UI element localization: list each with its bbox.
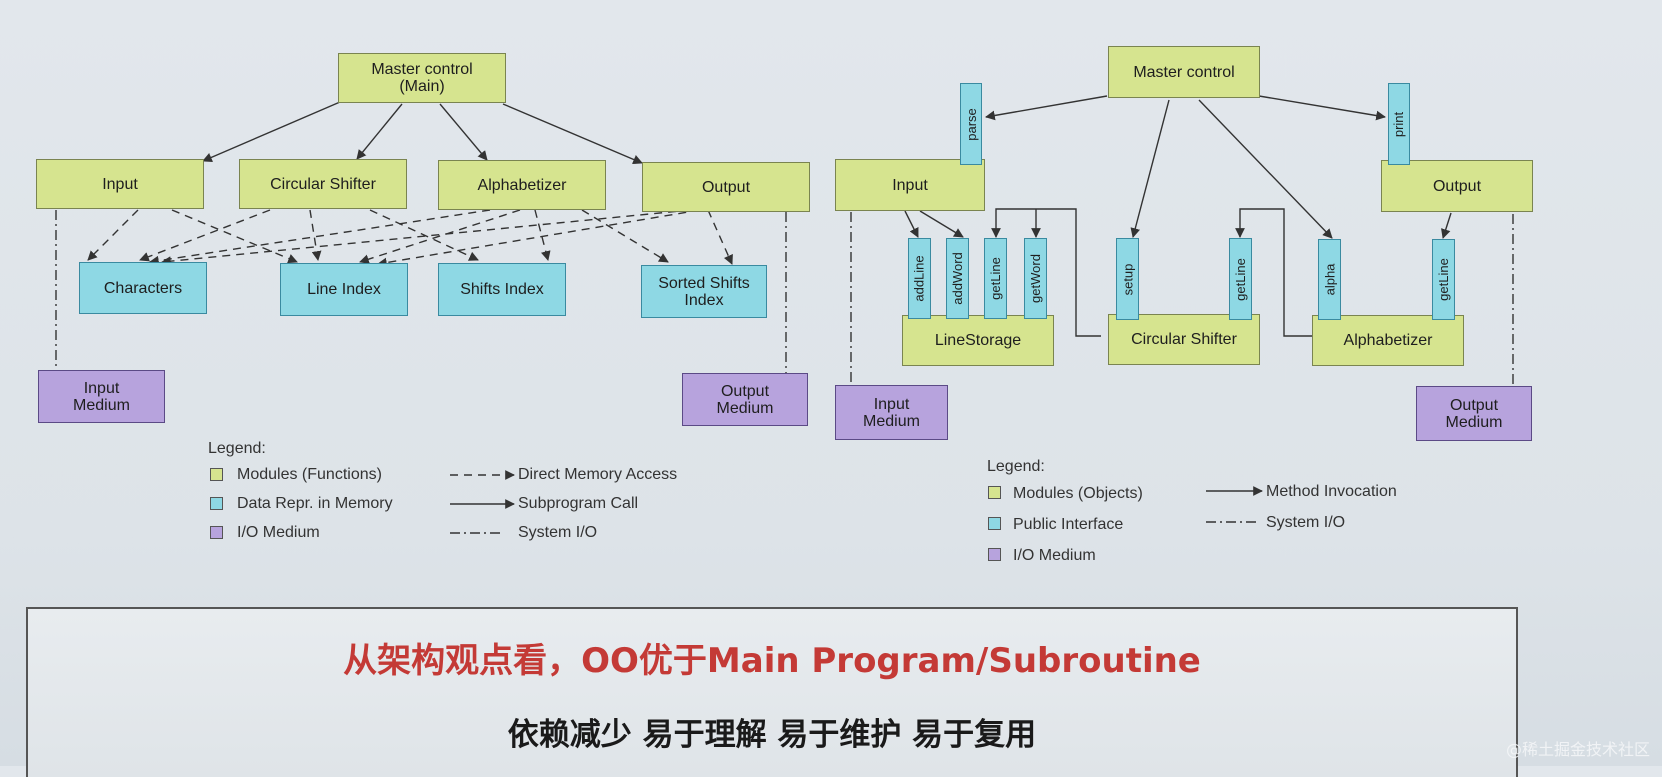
- right-legend-io-swatch: [988, 548, 1001, 561]
- call-master-setup: [1130, 99, 1170, 238]
- getline-linestorage-interface: getLine: [984, 238, 1007, 319]
- shifts-index-data: Shifts Index: [438, 263, 566, 316]
- right-legend-system-io: System I/O: [1266, 514, 1346, 531]
- alpha-label: alpha: [1322, 263, 1337, 296]
- call-master-input: [202, 101, 341, 163]
- addline-label: addLine: [912, 255, 927, 302]
- getline-circular-interface: getLine: [1229, 238, 1252, 320]
- right-circular-shifter-object: Circular Shifter: [1108, 314, 1260, 365]
- addword-interface: addWord: [946, 238, 969, 319]
- call-master-output: [502, 103, 643, 165]
- call-master-parse: [985, 95, 1108, 121]
- characters-data: Characters: [79, 262, 207, 314]
- left-legend-system-io: System I/O: [518, 524, 598, 541]
- right-input-object: Input: [835, 159, 985, 211]
- left-legend-subprogram: Subprogram Call: [518, 495, 639, 512]
- print-interface: print: [1388, 83, 1410, 165]
- linestorage-object: LineStorage: [902, 315, 1054, 366]
- right-legend-public-interface: Public Interface: [1013, 516, 1124, 533]
- getline-alphabetizer-label: getLine: [1436, 258, 1451, 301]
- right-alphabetizer-object: Alphabetizer: [1312, 315, 1464, 366]
- right-output-medium: Output Medium: [1416, 386, 1532, 441]
- getword-interface: getWord: [1024, 238, 1047, 319]
- right-input-medium: Input Medium: [835, 385, 948, 440]
- banner-subline: 依赖减少 易于理解 易于维护 易于复用: [507, 717, 1037, 753]
- left-legend-io: I/O Medium: [237, 524, 320, 541]
- left-output-medium: Output Medium: [682, 373, 808, 426]
- parse-label: parse: [963, 107, 979, 141]
- print-label: print: [1391, 111, 1407, 137]
- call-input-addword: [919, 210, 964, 238]
- left-legend-data: Data Repr. in Memory: [237, 495, 393, 512]
- right-master-control: Master control: [1108, 46, 1260, 98]
- call-input-addline: [904, 210, 919, 238]
- right-legend-module-swatch: [988, 486, 1001, 499]
- right-legend-modules: Modules (Objects): [1013, 485, 1143, 502]
- addline-interface: addLine: [908, 238, 931, 319]
- system-io-lines-left: [55, 210, 787, 373]
- call-output-getline: [1441, 212, 1452, 239]
- left-output-module: Output: [642, 162, 810, 212]
- parse-interface: parse: [960, 83, 982, 165]
- call-master-alphabetizer: [439, 103, 488, 161]
- system-io-lines-right: [850, 212, 1514, 386]
- getline-alphabetizer-interface: getLine: [1432, 239, 1455, 320]
- left-input-medium: Input Medium: [38, 370, 165, 423]
- call-circular-getline: [991, 208, 1101, 337]
- right-legend-io: I/O Medium: [1013, 547, 1096, 564]
- left-legend-modules: Modules (Functions): [237, 466, 382, 483]
- banner-headline: 从架构观点看，OO优于Main Program/Subroutine: [343, 641, 1201, 681]
- call-alphabetizer-getline: [1235, 208, 1312, 337]
- left-circular-shifter-module: Circular Shifter: [239, 159, 407, 209]
- right-legend-public-swatch: [988, 517, 1001, 530]
- line-index-data: Line Index: [280, 263, 408, 316]
- left-legend-module-swatch: [210, 468, 223, 481]
- call-master-alpha: [1198, 99, 1333, 239]
- getword-label: getWord: [1028, 254, 1043, 303]
- setup-interface: setup: [1116, 238, 1139, 320]
- left-master-control: Master control (Main): [338, 53, 506, 103]
- setup-label: setup: [1120, 263, 1135, 295]
- call-master-circular: [356, 103, 403, 160]
- left-input-module: Input: [36, 159, 204, 209]
- left-alphabetizer-module: Alphabetizer: [438, 160, 606, 210]
- conclusion-banner: 从架构观点看，OO优于Main Program/Subroutine 依赖减少 …: [26, 607, 1518, 777]
- direct-memory-access-lines: [87, 209, 733, 268]
- alpha-interface: alpha: [1318, 239, 1341, 320]
- call-master-print: [1258, 95, 1386, 121]
- watermark: @稀土掘金技术社区: [1505, 740, 1650, 759]
- addword-label: addWord: [950, 252, 966, 305]
- right-legend-title: Legend:: [987, 458, 1045, 475]
- getline-circular-label: getLine: [1233, 257, 1248, 301]
- left-legend-direct-memory: Direct Memory Access: [518, 466, 678, 483]
- left-legend-data-swatch: [210, 497, 223, 510]
- left-legend-io-swatch: [210, 526, 223, 539]
- sorted-shifts-index-data: Sorted Shifts Index: [641, 265, 767, 318]
- getline-linestorage-label: getLine: [988, 257, 1003, 300]
- right-legend-method-invocation: Method Invocation: [1266, 483, 1397, 500]
- right-output-object: Output: [1381, 160, 1533, 212]
- left-legend-title: Legend:: [208, 440, 266, 457]
